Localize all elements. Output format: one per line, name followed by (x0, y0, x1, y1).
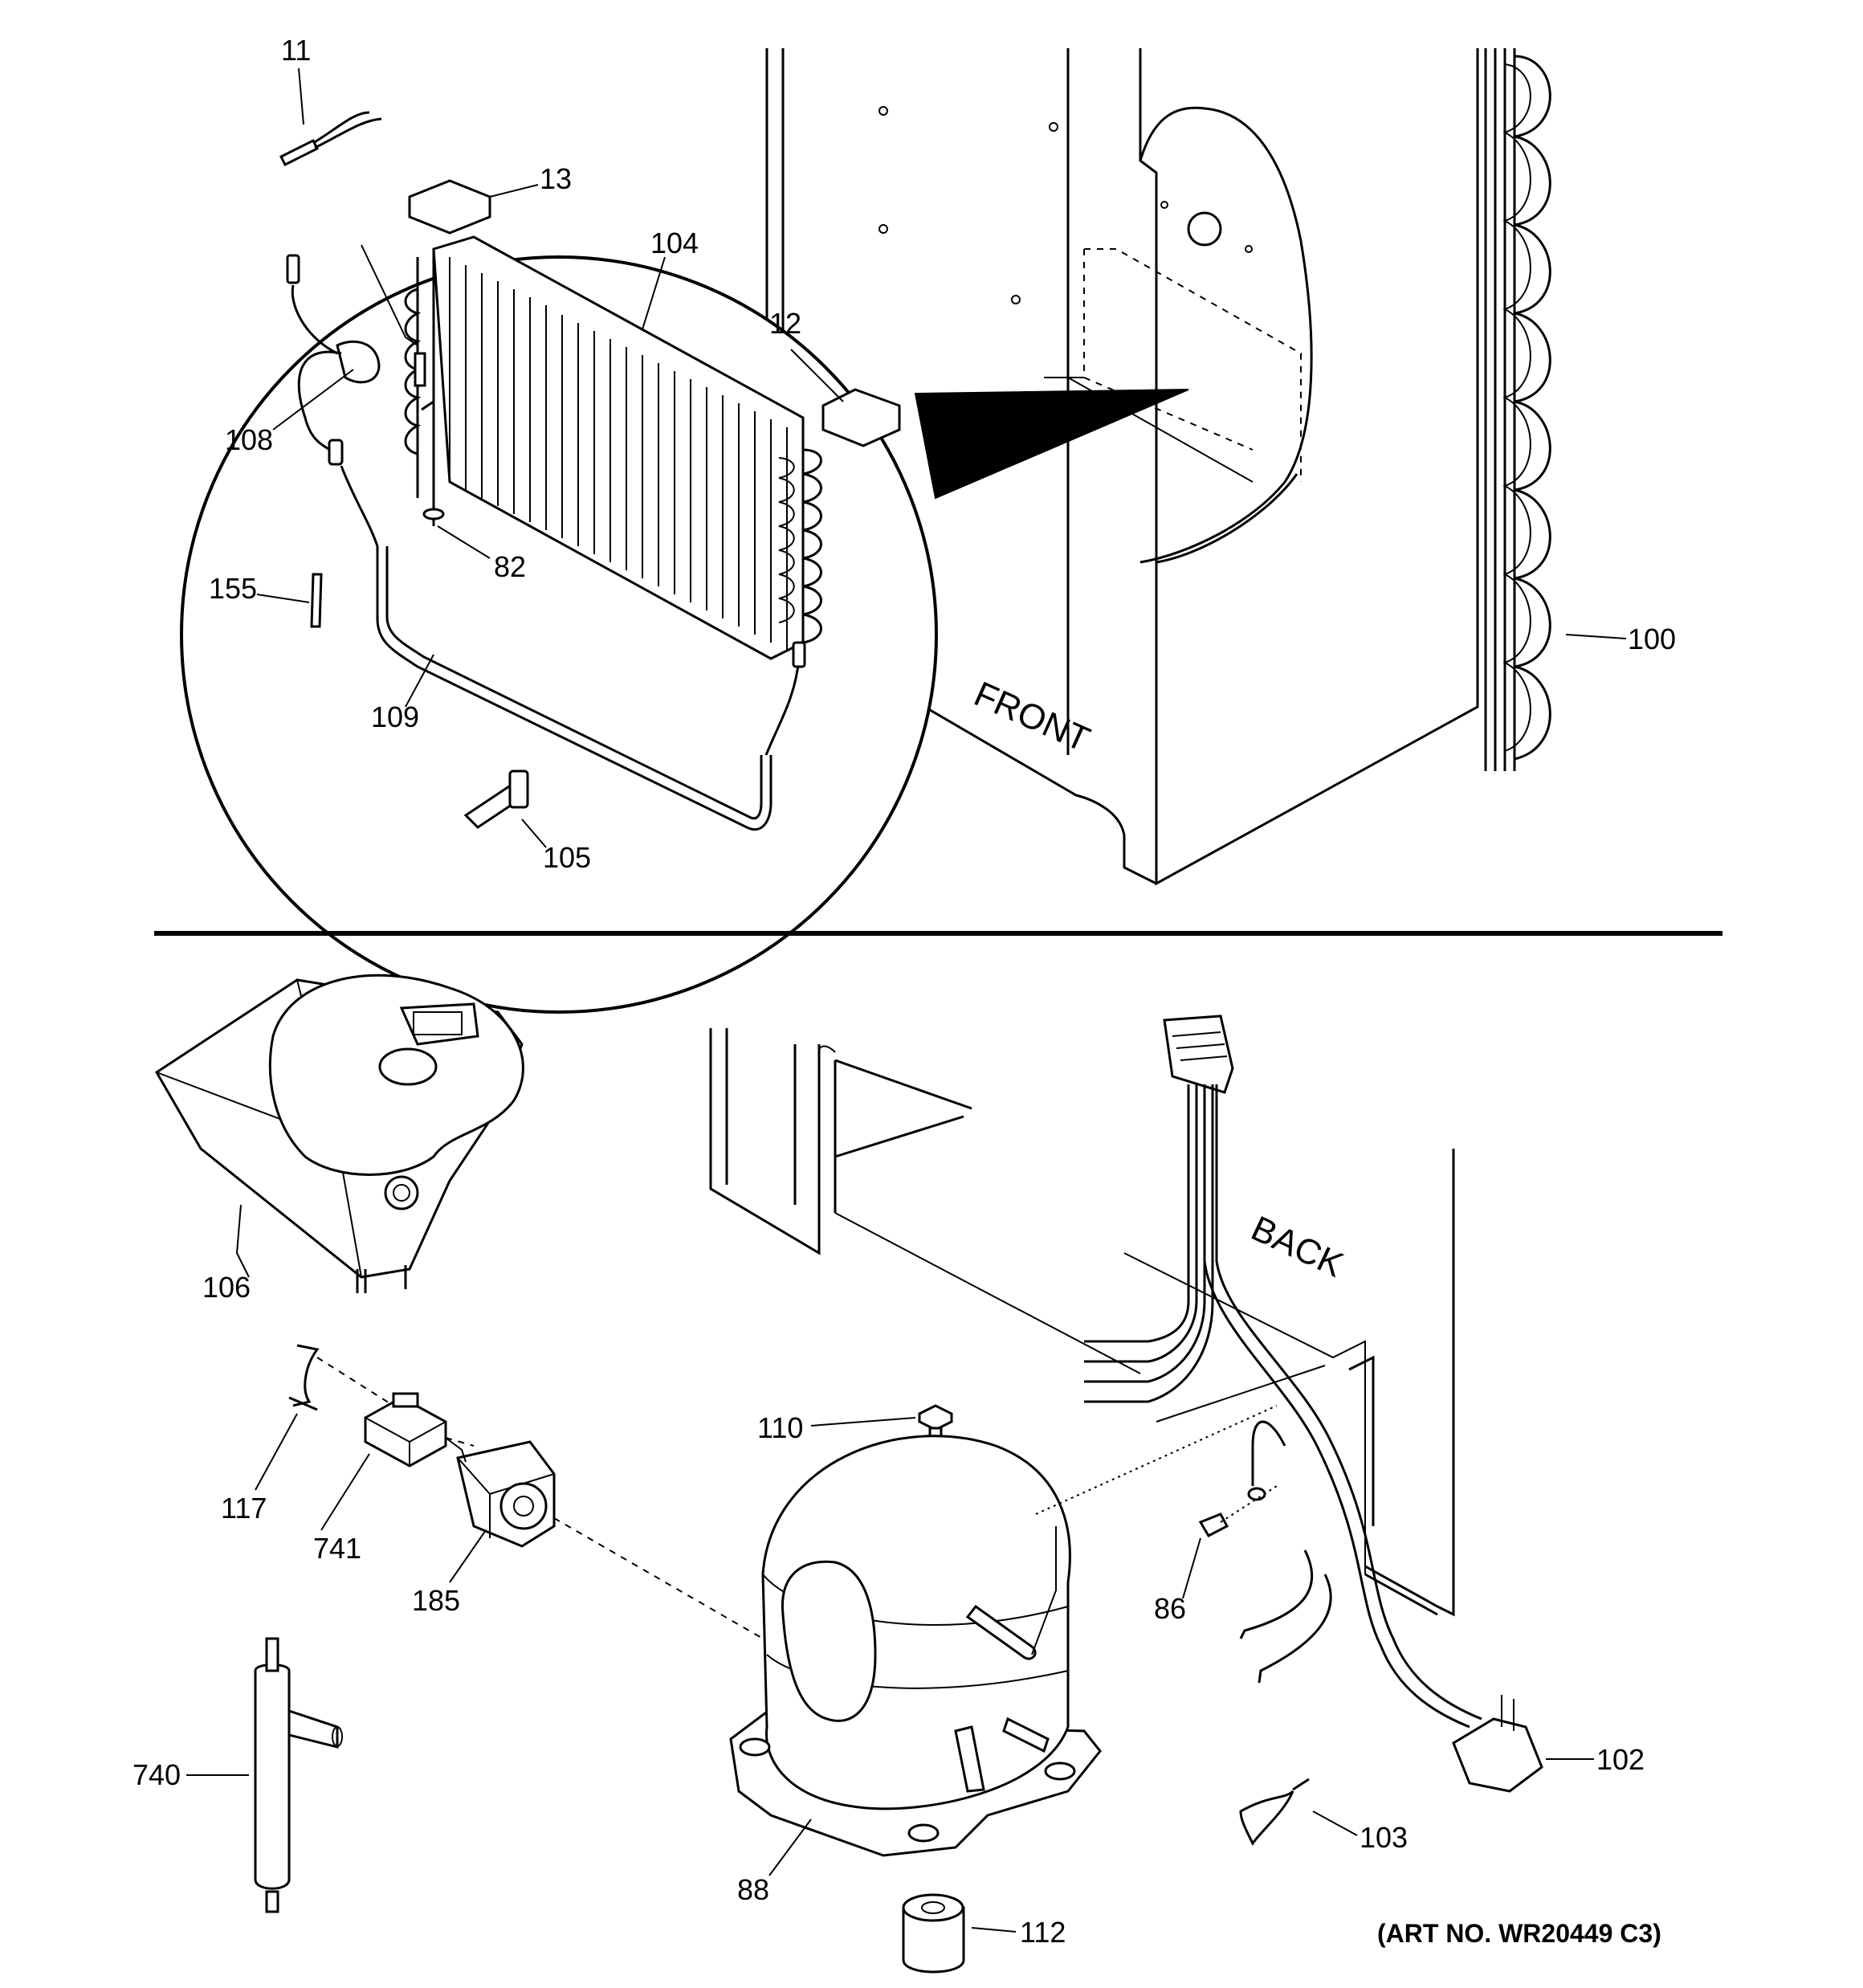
heater-109 (376, 546, 806, 831)
condenser-coil (1484, 48, 1551, 771)
label-82: 82 (494, 550, 526, 583)
label-109: 109 (371, 700, 419, 733)
side-label-front: FRONT (968, 674, 1095, 759)
part-102-plug (1452, 1695, 1543, 1793)
label-105: 105 (543, 841, 591, 874)
part-117 (288, 1344, 320, 1411)
label-117: 117 (221, 1492, 267, 1525)
label-741: 741 (313, 1532, 361, 1565)
label-86: 86 (1154, 1592, 1186, 1625)
label-155: 155 (209, 572, 257, 605)
wire-harness (1084, 1014, 1482, 1729)
part-106-ice-maker (154, 974, 524, 1293)
part-11 (279, 111, 382, 167)
part-740-drier (254, 1637, 343, 1913)
part-88-compressor (729, 1435, 1102, 1857)
label-11: 11 (281, 34, 311, 67)
label-110: 110 (757, 1411, 803, 1444)
leaders-top (256, 67, 1627, 848)
part-112-grommet (902, 1893, 965, 1974)
defrost-sensor (361, 244, 445, 526)
harness-108 (286, 254, 381, 547)
label-12: 12 (769, 307, 801, 340)
label-108: 108 (225, 423, 273, 456)
label-103: 103 (1360, 1821, 1408, 1854)
label-104: 104 (650, 227, 699, 259)
side-label-back: BACK (1245, 1209, 1349, 1285)
part-105 (463, 769, 529, 829)
part-185-overload (445, 1437, 556, 1548)
label-13: 13 (540, 162, 572, 195)
label-106: 106 (202, 1271, 251, 1304)
leaders-bottom (186, 1204, 1594, 1933)
evaporator (404, 235, 822, 660)
part-86-screw (1198, 1512, 1229, 1537)
label-185: 185 (412, 1584, 460, 1617)
art-number: (ART NO. WR20449 C3) (1377, 1919, 1661, 1948)
label-100: 100 (1628, 623, 1676, 655)
cabinet-frame-bottom (709, 1028, 1455, 1617)
label-740: 740 (132, 1758, 181, 1791)
label-102: 102 (1596, 1743, 1645, 1776)
part-12 (821, 388, 901, 447)
part-103 (1239, 1778, 1310, 1846)
part-741-relay (364, 1392, 447, 1468)
detail-pointer (914, 389, 1189, 500)
part-13 (408, 179, 491, 235)
part-155 (310, 573, 323, 628)
label-112: 112 (1020, 1916, 1066, 1949)
label-88: 88 (737, 1873, 769, 1906)
